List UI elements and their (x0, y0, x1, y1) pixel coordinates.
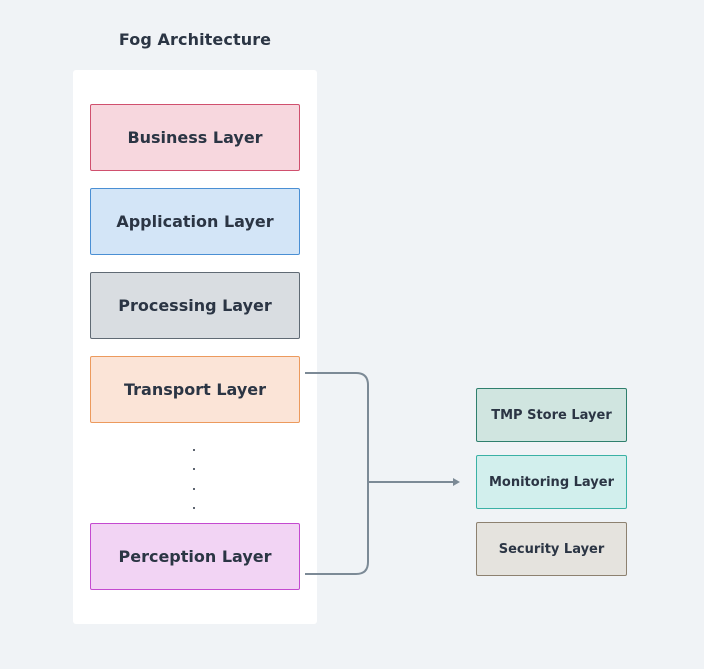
perception-layer-label: Perception Layer (118, 547, 272, 566)
application-layer-label: Application Layer (116, 212, 274, 231)
tmp-store-layer-label: TMP Store Layer (491, 407, 612, 423)
arrow-head-icon (453, 478, 460, 486)
tmp-store-layer-box: TMP Store Layer (476, 388, 627, 442)
application-layer-box: Application Layer (90, 188, 300, 255)
ellipsis-dot (193, 507, 195, 509)
bracket-line (305, 372, 369, 575)
business-layer-box: Business Layer (90, 104, 300, 171)
ellipsis-dot (193, 488, 195, 490)
perception-layer-box: Perception Layer (90, 523, 300, 590)
ellipsis-dot (193, 449, 195, 451)
processing-layer-label: Processing Layer (118, 296, 272, 315)
ellipsis-dot (193, 468, 195, 470)
processing-layer-box: Processing Layer (90, 272, 300, 339)
security-layer-label: Security Layer (498, 541, 605, 557)
monitoring-layer-label: Monitoring Layer (488, 474, 615, 490)
security-layer-box: Security Layer (476, 522, 627, 576)
monitoring-layer-box: Monitoring Layer (476, 455, 627, 509)
ellipsis-dots (190, 440, 200, 520)
business-layer-label: Business Layer (127, 128, 263, 147)
transport-layer-label: Transport Layer (124, 380, 266, 399)
transport-layer-box: Transport Layer (90, 356, 300, 423)
diagram-title: Fog Architecture (118, 30, 272, 49)
